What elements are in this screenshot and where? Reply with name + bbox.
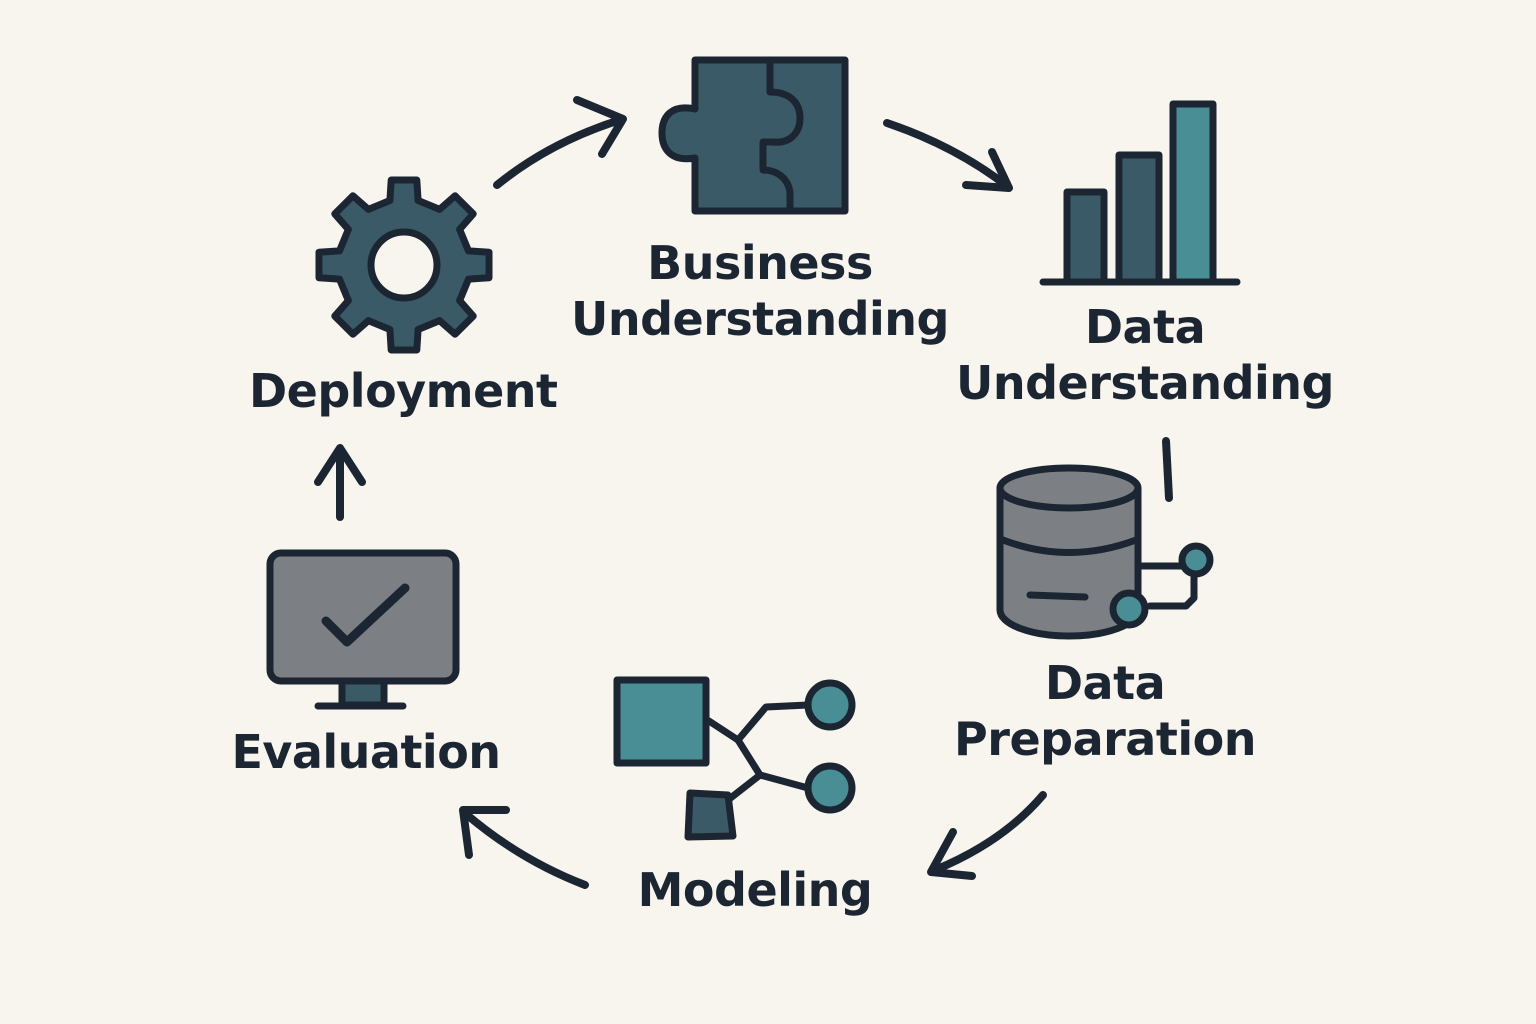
stage-label-line: Data <box>1084 300 1206 354</box>
arrow-preparation-to-modeling <box>927 791 1047 880</box>
stage-label-business-understanding: Business Understanding <box>560 235 960 347</box>
gear-icon <box>315 176 493 354</box>
monitor-check-icon <box>266 549 460 710</box>
arrow-data-understanding-to-preparation <box>1162 437 1173 502</box>
stage-label-line: Evaluation <box>231 725 501 779</box>
stage-label-data-understanding: Data Understanding <box>945 299 1345 411</box>
model-graph-icon <box>613 676 856 841</box>
stage-label-line: Deployment <box>249 364 558 418</box>
stage-label-data-preparation: Data Preparation <box>905 655 1305 767</box>
stage-label-line: Preparation <box>954 712 1256 766</box>
stage-label-deployment: Deployment <box>249 363 558 419</box>
stage-label-line: Understanding <box>956 356 1334 410</box>
arrow-evaluation-to-deployment <box>314 444 366 521</box>
arrow-deployment-to-business <box>493 96 627 189</box>
stage-label-line: Modeling <box>637 863 873 917</box>
database-icon <box>996 464 1214 640</box>
stage-label-modeling: Modeling <box>605 862 905 918</box>
stage-label-line: Understanding <box>571 292 949 346</box>
arrow-business-to-data-understanding <box>883 119 1013 192</box>
stage-label-line: Business <box>647 236 873 290</box>
arrow-modeling-to-evaluation <box>459 806 589 889</box>
stage-label-evaluation: Evaluation <box>216 724 516 780</box>
stage-label-line: Data <box>1044 656 1166 710</box>
bar-chart-icon <box>1039 100 1241 286</box>
puzzle-icon <box>658 56 849 215</box>
